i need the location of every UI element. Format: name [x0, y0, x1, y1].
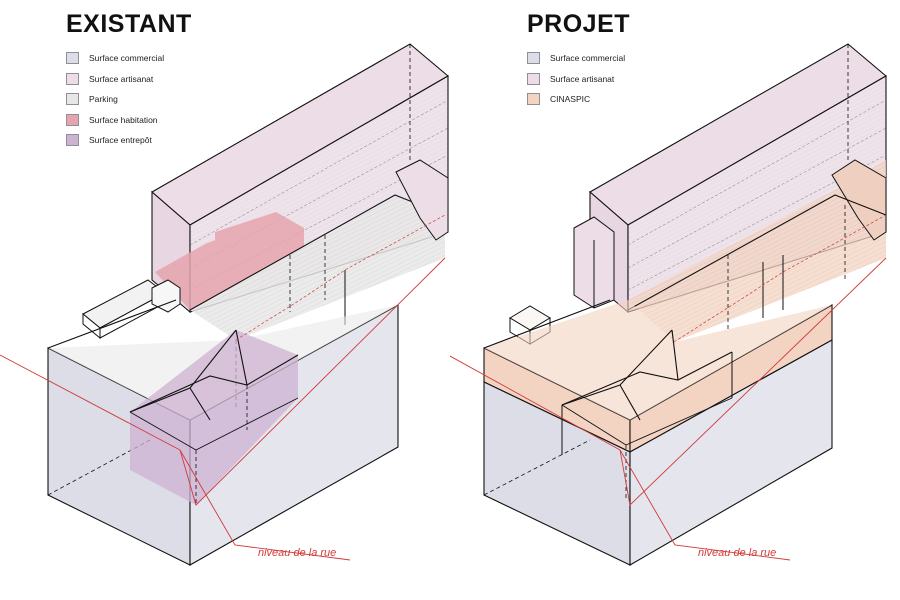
parking-block	[189, 159, 449, 340]
legend-label: Parking	[89, 94, 118, 105]
legend: Surface commercial Surface artisanat Par…	[66, 48, 164, 151]
artisanat-block	[573, 43, 887, 314]
legend: Surface commercial Surface artisanat CIN…	[527, 48, 625, 110]
legend-swatch	[527, 93, 540, 106]
legend-swatch	[66, 93, 79, 106]
cinaspic-upper	[627, 159, 887, 342]
axonometric-drawing-projet: niveau de la rue	[450, 43, 887, 566]
legend-label: Surface artisanat	[550, 73, 615, 84]
legend-swatch	[66, 134, 79, 147]
axonometric-drawing-existant: niveau de la rue	[0, 43, 449, 566]
legend-item-entrepot: Surface entrepôt	[66, 130, 164, 151]
panel-title: PROJET	[527, 10, 631, 38]
legend-label: Surface commercial	[550, 53, 626, 64]
legend-item-habitation: Surface habitation	[66, 110, 164, 131]
legend-item-cinaspic: CINASPIC	[527, 89, 625, 110]
legend-item-artisanat: Surface artisanat	[66, 69, 164, 90]
legend-label: CINASPIC	[550, 94, 591, 105]
legend-swatch	[66, 72, 79, 85]
legend-label: Surface commercial	[89, 53, 165, 64]
legend-label: Surface artisanat	[89, 73, 154, 84]
lower-block	[483, 299, 833, 566]
legend-item-commercial: Surface commercial	[66, 48, 164, 69]
street-level-label: niveau de la rue	[698, 547, 776, 559]
legend-swatch	[527, 72, 540, 85]
street-level: niveau de la rue	[450, 214, 887, 561]
legend-item-commercial: Surface commercial	[527, 48, 625, 69]
annex-boxes	[82, 279, 181, 340]
panel-title: EXISTANT	[66, 10, 192, 38]
panel-projet: PROJET Surface commercial Surface artisa…	[450, 0, 900, 600]
legend-label: Surface entrepôt	[89, 135, 152, 146]
legend-item-parking: Parking	[66, 89, 164, 110]
panel-existant: EXISTANT Surface commercial Surface arti…	[0, 10, 449, 566]
roof-structure	[561, 329, 733, 500]
street-level-label: niveau de la rue	[258, 547, 336, 559]
legend-label: Surface habitation	[89, 114, 158, 125]
legend-swatch	[527, 52, 540, 65]
legend-item-artisanat: Surface artisanat	[527, 69, 625, 90]
legend-swatch	[66, 52, 79, 65]
habitation-volume	[155, 212, 304, 310]
legend-swatch	[66, 113, 79, 126]
entrepot-volume	[129, 329, 299, 505]
street-level: niveau de la rue	[0, 214, 446, 561]
